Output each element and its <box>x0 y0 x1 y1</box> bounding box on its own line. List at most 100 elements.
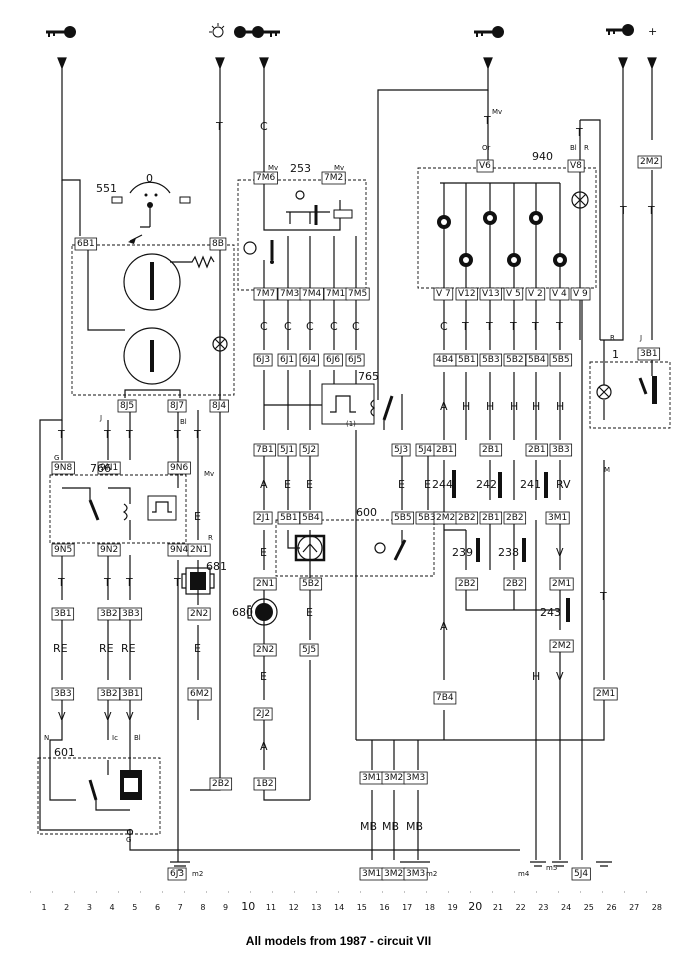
svg-text:A: A <box>440 620 448 633</box>
svg-text:3B1: 3B1 <box>122 689 140 699</box>
svg-text:2M2: 2M2 <box>552 641 571 651</box>
svg-text:H: H <box>532 670 540 683</box>
selector-switch-icon <box>111 181 191 244</box>
svg-text:5J1: 5J1 <box>280 445 294 455</box>
connector-box <box>167 867 187 881</box>
key-plus-icon <box>606 24 634 36</box>
axis-number: 5 <box>132 903 137 912</box>
wiring-diagram: + <box>30 23 671 913</box>
svg-text:T: T <box>215 120 223 133</box>
connector-box <box>74 237 98 251</box>
svg-text:7B4: 7B4 <box>436 693 454 703</box>
svg-text:6M2: 6M2 <box>190 689 209 699</box>
svg-text:2J2: 2J2 <box>256 709 270 719</box>
connector-box <box>97 461 121 475</box>
svg-text:5B2: 5B2 <box>506 355 524 365</box>
connector-box <box>51 607 75 621</box>
svg-text:E: E <box>424 478 431 491</box>
connector-box <box>253 777 277 791</box>
svg-text:C: C <box>260 120 268 133</box>
connector-box <box>253 353 273 367</box>
gauge-icon <box>295 190 305 200</box>
component-numbers: 551 0 253 940 765 (1) 766 600 681 680 60… <box>54 150 619 759</box>
axis-number: 3 <box>87 903 92 912</box>
svg-text:3M1: 3M1 <box>362 869 381 879</box>
svg-text:239: 239 <box>452 546 473 559</box>
svg-text:T: T <box>575 126 583 139</box>
wire-codes: C C C C C C C T T T T T T T T T T A H H … <box>53 114 655 833</box>
axis-number: 25 <box>584 903 594 912</box>
connector-box <box>345 353 365 367</box>
svg-text:5B1: 5B1 <box>280 513 298 523</box>
svg-text:H: H <box>510 400 518 413</box>
svg-text:E: E <box>260 670 267 683</box>
connector-box <box>391 511 415 525</box>
svg-text:T: T <box>483 114 491 127</box>
svg-text:2B2: 2B2 <box>458 513 476 523</box>
svg-text:A: A <box>260 478 268 491</box>
connector-box <box>253 443 277 457</box>
svg-text:R: R <box>584 144 589 152</box>
key-icon <box>252 26 280 38</box>
svg-text:RE: RE <box>121 642 136 655</box>
svg-text:3B3: 3B3 <box>54 689 72 699</box>
svg-text:5J5: 5J5 <box>302 645 316 655</box>
svg-text:3B1: 3B1 <box>54 609 72 619</box>
svg-text:V 5: V 5 <box>506 289 521 299</box>
svg-text:V: V <box>58 710 66 723</box>
diagram-caption: All models from 1987 - circuit VII <box>245 934 432 948</box>
connector-box <box>545 511 570 525</box>
connector-box <box>525 353 549 367</box>
svg-text:1B2: 1B2 <box>256 779 274 789</box>
svg-text:9N4: 9N4 <box>170 545 188 555</box>
lamp-icon <box>483 211 497 225</box>
svg-text:E: E <box>398 478 405 491</box>
svg-text:3M2: 3M2 <box>384 773 403 783</box>
connector-box <box>253 707 273 721</box>
connector-box <box>479 443 503 457</box>
svg-text:T: T <box>103 576 111 589</box>
connector-labels: 6B1 8B 7M6 7M2 V6 V8 2M2 7M7 7M3 7M4 7M1… <box>54 157 659 879</box>
svg-text:T: T <box>125 428 133 441</box>
connector-box <box>253 511 273 525</box>
plus-sign: + <box>648 25 657 38</box>
svg-text:V: V <box>104 710 112 723</box>
svg-text:5B3: 5B3 <box>418 513 436 523</box>
connector-box <box>167 399 187 413</box>
svg-text:5B4: 5B4 <box>528 355 546 365</box>
svg-text:2N1: 2N1 <box>190 545 208 555</box>
connector-box <box>345 287 370 301</box>
ground-symbols: m2 m2 m4 m5 <box>170 861 612 878</box>
svg-text:Bl: Bl <box>134 734 141 742</box>
connector-box <box>637 347 661 361</box>
connector-box <box>277 443 297 457</box>
connector-box <box>403 771 428 785</box>
lamp-icon <box>437 215 451 229</box>
svg-text:V 2: V 2 <box>528 289 543 299</box>
connector-boxes <box>51 155 662 881</box>
connector-box <box>51 543 75 557</box>
axis-number: 16 <box>379 903 389 912</box>
svg-text:680: 680 <box>232 606 253 619</box>
connector-box <box>97 543 121 557</box>
connector-box <box>476 159 494 173</box>
svg-text:V 4: V 4 <box>552 289 567 299</box>
axis-number: 10 <box>241 900 255 913</box>
svg-text:T: T <box>193 428 201 441</box>
relay-bars <box>452 470 570 622</box>
connector-box <box>187 543 211 557</box>
wire-color-abbrevs: Mv Mv Mv Or Bl R Bl J G Mv R Ic Bl N R J… <box>44 108 642 844</box>
module-551 <box>71 244 235 396</box>
svg-text:6J1: 6J1 <box>280 355 294 365</box>
connector-box <box>571 867 591 881</box>
motor-601 <box>49 760 142 836</box>
connector-box <box>299 577 323 591</box>
svg-text:T: T <box>485 320 493 333</box>
svg-text:T: T <box>103 428 111 441</box>
connector-box <box>433 691 457 705</box>
svg-text:E: E <box>284 478 291 491</box>
svg-text:T: T <box>619 204 627 217</box>
axis-number: 9 <box>223 903 228 912</box>
warning-lamp-icon <box>571 191 589 209</box>
key-icon <box>46 26 76 38</box>
